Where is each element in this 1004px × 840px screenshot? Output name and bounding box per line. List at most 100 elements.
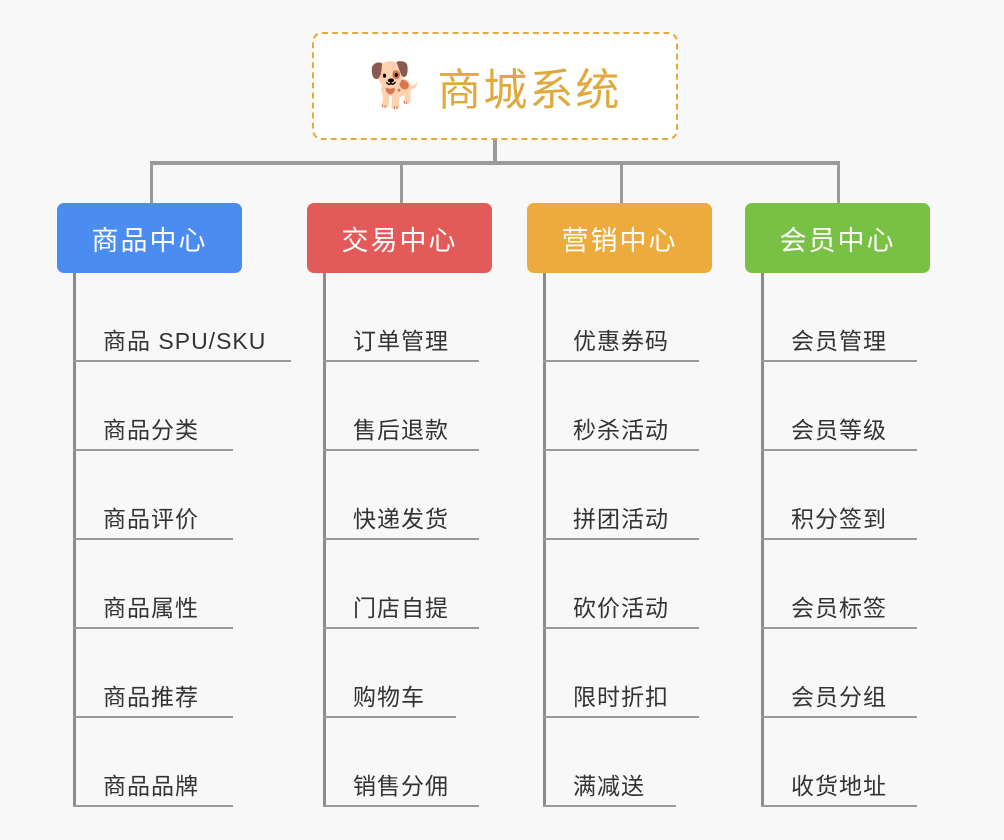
category-header-marketing-center[interactable]: 营销中心: [527, 203, 712, 273]
leaf-underline: [323, 538, 479, 540]
leaf-item[interactable]: 商品属性: [73, 540, 266, 629]
leaf-item[interactable]: 秒杀活动: [543, 362, 699, 451]
leaf-item[interactable]: 限时折扣: [543, 629, 699, 718]
leaf-label: 商品分类: [103, 417, 199, 443]
leaf-label: 收货地址: [791, 773, 887, 799]
leaf-label: 会员等级: [791, 417, 887, 443]
leaf-item[interactable]: 会员标签: [761, 540, 917, 629]
leaf-item[interactable]: 收货地址: [761, 718, 917, 807]
drop-line-column-2: [400, 161, 403, 205]
leaf-label: 商品推荐: [103, 684, 199, 710]
leaf-underline: [73, 716, 233, 718]
leaf-underline: [761, 538, 917, 540]
category-title: 商品中心: [91, 225, 208, 256]
branch-product-center: 商品中心 商品 SPU/SKU 商品分类 商品评价 商品属性 商品推荐: [57, 203, 291, 807]
root-node[interactable]: 🐕 商城系统: [312, 32, 678, 140]
leaf-underline: [543, 716, 699, 718]
leaf-label: 会员管理: [791, 328, 887, 354]
leaf-underline: [323, 716, 456, 718]
leaf-item[interactable]: 商品推荐: [73, 629, 266, 718]
category-title: 会员中心: [779, 225, 896, 256]
leaf-list-marketing-center: 优惠券码 秒杀活动 拼团活动 砍价活动 限时折扣 满减送: [543, 273, 699, 807]
leaf-item[interactable]: 商品品牌: [73, 718, 266, 807]
leaf-label: 快递发货: [353, 506, 449, 532]
leaf-underline: [73, 805, 233, 807]
leaf-item[interactable]: 商品评价: [73, 451, 266, 540]
leaf-item[interactable]: 积分签到: [761, 451, 917, 540]
leaf-underline: [73, 449, 233, 451]
leaf-item[interactable]: 商品分类: [73, 362, 266, 451]
leaf-item[interactable]: 满减送: [543, 718, 676, 807]
leaf-underline: [761, 627, 917, 629]
leaf-underline: [73, 360, 291, 362]
leaf-underline: [543, 627, 699, 629]
root-stem-line: [493, 140, 497, 163]
category-header-trade-center[interactable]: 交易中心: [307, 203, 492, 273]
leaf-underline: [73, 627, 233, 629]
leaf-item[interactable]: 会员等级: [761, 362, 917, 451]
leaf-underline: [543, 360, 699, 362]
leaf-item[interactable]: 优惠券码: [543, 273, 699, 362]
leaf-label: 商品属性: [103, 595, 199, 621]
leaf-label: 会员标签: [791, 595, 887, 621]
leaf-underline: [761, 716, 917, 718]
leaf-underline: [761, 360, 917, 362]
leaf-item[interactable]: 商品 SPU/SKU: [73, 273, 291, 362]
branch-trade-center: 交易中心 订单管理 售后退款 快递发货 门店自提 购物车: [307, 203, 492, 807]
leaf-label: 商品评价: [103, 506, 199, 532]
drop-line-column-4: [837, 161, 840, 205]
drop-line-column-3: [620, 161, 623, 205]
leaf-item[interactable]: 会员管理: [761, 273, 917, 362]
leaf-label: 积分签到: [791, 506, 887, 532]
leaf-item[interactable]: 拼团活动: [543, 451, 699, 540]
leaf-label: 砍价活动: [573, 595, 669, 621]
leaf-label: 满减送: [573, 773, 645, 799]
trunk-line-member-center: [761, 273, 764, 807]
leaf-label: 订单管理: [353, 328, 449, 354]
branch-member-center: 会员中心 会员管理 会员等级 积分签到 会员标签 会员分组: [745, 203, 930, 807]
leaf-underline: [323, 360, 479, 362]
leaf-label: 商品品牌: [103, 773, 199, 799]
leaf-list-trade-center: 订单管理 售后退款 快递发货 门店自提 购物车 销售分佣: [323, 273, 479, 807]
trunk-line-product-center: [73, 273, 76, 807]
leaf-item[interactable]: 砍价活动: [543, 540, 699, 629]
connector-bus-line: [150, 161, 840, 165]
leaf-underline: [543, 538, 699, 540]
category-title: 营销中心: [561, 225, 678, 256]
leaf-item[interactable]: 快递发货: [323, 451, 479, 540]
category-title: 交易中心: [341, 225, 458, 256]
leaf-underline: [761, 449, 917, 451]
root-title: 商城系统: [437, 66, 622, 115]
leaf-label: 门店自提: [353, 595, 449, 621]
leaf-label: 优惠券码: [573, 328, 669, 354]
leaf-item[interactable]: 销售分佣: [323, 718, 479, 807]
leaf-underline: [543, 805, 676, 807]
leaf-underline: [761, 805, 917, 807]
leaf-underline: [323, 627, 479, 629]
leaf-label: 会员分组: [791, 684, 887, 710]
leaf-label: 拼团活动: [573, 506, 669, 532]
leaf-label: 购物车: [353, 684, 425, 710]
leaf-label: 售后退款: [353, 417, 449, 443]
leaf-underline: [323, 449, 479, 451]
trunk-line-trade-center: [323, 273, 326, 807]
leaf-item[interactable]: 订单管理: [323, 273, 479, 362]
leaf-underline: [543, 449, 699, 451]
category-header-product-center[interactable]: 商品中心: [57, 203, 242, 273]
leaf-item[interactable]: 购物车: [323, 629, 456, 718]
leaf-item[interactable]: 售后退款: [323, 362, 479, 451]
leaf-label: 限时折扣: [573, 684, 669, 710]
shiba-dog-face-icon: 🐕: [368, 61, 424, 110]
leaf-label: 商品 SPU/SKU: [103, 328, 267, 354]
leaf-item[interactable]: 门店自提: [323, 540, 479, 629]
branch-marketing-center: 营销中心 优惠券码 秒杀活动 拼团活动 砍价活动 限时折扣: [527, 203, 712, 807]
leaf-underline: [323, 805, 479, 807]
leaf-list-product-center: 商品 SPU/SKU 商品分类 商品评价 商品属性 商品推荐 商品品牌: [73, 273, 291, 807]
trunk-line-marketing-center: [543, 273, 546, 807]
drop-line-column-1: [150, 161, 153, 205]
leaf-item[interactable]: 会员分组: [761, 629, 917, 718]
leaf-underline: [73, 538, 233, 540]
category-header-member-center[interactable]: 会员中心: [745, 203, 930, 273]
leaf-label: 秒杀活动: [573, 417, 669, 443]
